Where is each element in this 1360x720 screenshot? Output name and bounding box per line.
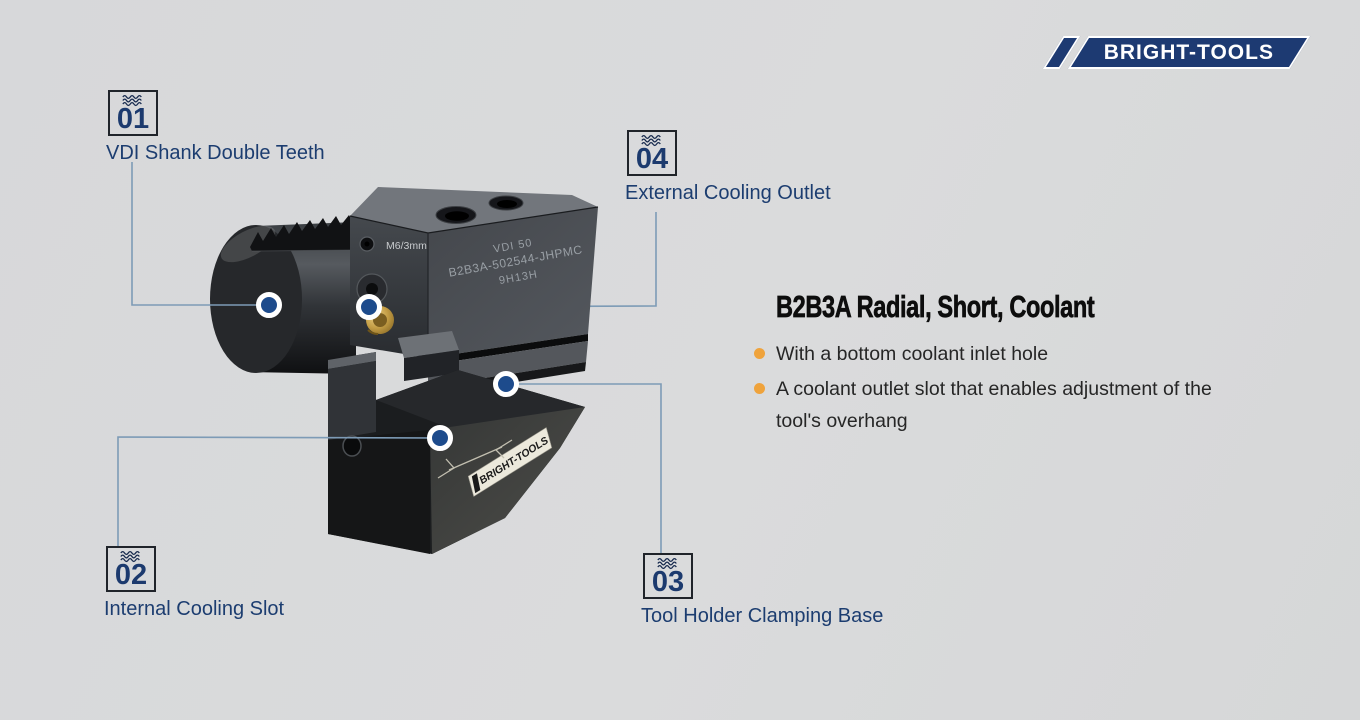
callout-02-number: 02 [114, 559, 148, 591]
tongue-front [404, 350, 459, 381]
clamping-base: BRIGHT-TOOLS [328, 352, 585, 554]
product-info-panel: B2B3A Radial, Short, Coolant With a bott… [754, 289, 1316, 440]
callout-01-number: 01 [116, 103, 150, 135]
base-front-face [328, 430, 430, 554]
callout-02-label: Internal Cooling Slot [104, 598, 285, 620]
marker-external-cooling-outlet [356, 294, 382, 320]
base-chamfer-face [430, 407, 585, 554]
callout-01-label: VDI Shank Double Teeth [106, 142, 325, 164]
connector-line-02 [117, 436, 441, 547]
arrow-line [448, 446, 503, 471]
feature-text: With a bottom coolant inlet hole [776, 343, 1049, 365]
feature-text-line-2: tool's overhang [776, 410, 908, 432]
coolant-boss-bore [366, 283, 378, 295]
main-block: M6/3mm VDI 50 B2B3A-502544-JHPMC 9H13H [349, 187, 599, 396]
coolant-wave-icon [122, 95, 142, 107]
block-top-hole-2-bore [497, 200, 517, 208]
feature-item: A coolant outlet slot that enables adjus… [754, 373, 1316, 437]
base-mount-hole [342, 435, 362, 457]
callout-02: 02 Internal Cooling Slot [104, 546, 284, 621]
callout-01: 01 VDI Shank Double Teeth [106, 90, 325, 165]
feature-list: With a bottom coolant inlet hole A coola… [754, 338, 1316, 437]
callout-03-number: 03 [651, 566, 685, 598]
etched-arrows [437, 439, 513, 479]
shank-teeth [250, 215, 356, 251]
bullet-icon [754, 348, 765, 359]
set-screw-bore [364, 241, 370, 247]
callout-04-label: External Cooling Outlet [625, 182, 831, 204]
connector-line-03 [506, 383, 662, 553]
callout-04: 04 External Cooling Outlet [625, 130, 831, 205]
logo-plate: BRIGHT-TOOLS [1067, 36, 1311, 69]
feature-text-line-1: A coolant outlet slot that enables adjus… [776, 378, 1212, 400]
coolant-wave-icon [641, 135, 661, 147]
sticker-plate [467, 427, 553, 497]
connector-line-01 [131, 162, 269, 306]
coolant-wave-icon [120, 551, 140, 563]
callout-04-box: 04 [627, 130, 677, 176]
coolant-wave-icon [657, 558, 677, 570]
vdi-shank [210, 215, 357, 374]
callout-04-number: 04 [635, 143, 669, 175]
shank-highlight [220, 225, 276, 263]
port-size-label: M6/3mm [386, 240, 427, 252]
marker-tool-holder-clamping-base [493, 371, 519, 397]
tongue-top [398, 331, 459, 358]
base-post-top [328, 352, 376, 369]
brass-nozzle-ridge [367, 329, 379, 336]
arrow-head-right [494, 439, 513, 459]
marker-vdi-shank [256, 292, 282, 318]
slot-tongue [398, 331, 459, 381]
arrow-head-left [437, 458, 455, 479]
callout-02-box: 02 [106, 546, 156, 592]
shank-teeth-edge [251, 249, 357, 252]
bullet-icon [754, 383, 765, 394]
base-post-front [328, 361, 376, 440]
callout-03: 03 Tool Holder Clamping Base [641, 553, 883, 628]
callout-03-label: Tool Holder Clamping Base [641, 605, 884, 627]
sticker-slash-icon [471, 473, 481, 494]
block-top-hole-1-bore [445, 211, 469, 221]
product-title: B2B3A Radial, Short, Coolant [776, 289, 1095, 324]
brand-logo: BRIGHT-TOOLS [1042, 36, 1311, 69]
block-right-face [428, 207, 598, 358]
callout-03-box: 03 [643, 553, 693, 599]
feature-item: With a bottom coolant inlet hole [754, 338, 1316, 370]
marker-internal-cooling-slot [427, 425, 453, 451]
callout-01-box: 01 [108, 90, 158, 136]
block-top-face [350, 187, 598, 233]
logo-text: BRIGHT-TOOLS [1103, 40, 1274, 64]
block-slot-gap [428, 334, 588, 365]
